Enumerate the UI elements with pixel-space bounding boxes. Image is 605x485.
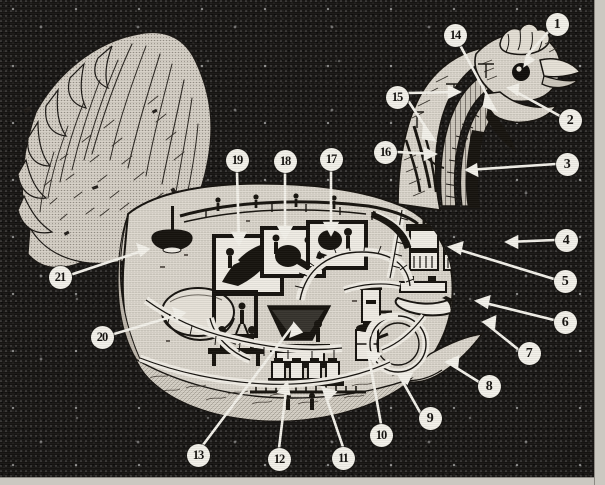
bay-worker — [235, 302, 249, 335]
callout-marker-1[interactable]: 1 — [545, 12, 569, 36]
callout-marker-13[interactable]: 13 — [186, 443, 210, 467]
leader-lines — [71, 29, 562, 450]
callout-marker-4[interactable]: 4 — [554, 228, 578, 252]
callout-marker-15[interactable]: 15 — [385, 85, 409, 109]
wing — [17, 31, 212, 269]
callout-marker-7[interactable]: 7 — [517, 341, 541, 365]
paper-edge-bottom — [0, 477, 605, 485]
cutaway-illustration — [17, 23, 582, 450]
coil-duct — [365, 312, 430, 376]
paper-edge-right — [594, 0, 605, 485]
callout-marker-16[interactable]: 16 — [373, 140, 397, 164]
callout-marker-9[interactable]: 9 — [418, 406, 442, 430]
callout-marker-6[interactable]: 6 — [553, 310, 577, 334]
callout-marker-17[interactable]: 17 — [319, 147, 343, 171]
ducting — [138, 209, 427, 388]
callout-marker-2[interactable]: 2 — [558, 108, 582, 132]
callout-marker-10[interactable]: 10 — [369, 423, 393, 447]
callout-marker-5[interactable]: 5 — [553, 269, 577, 293]
callout-marker-3[interactable]: 3 — [555, 152, 579, 176]
callout-marker-19[interactable]: 19 — [225, 148, 249, 172]
callout-marker-8[interactable]: 8 — [477, 374, 501, 398]
callout-marker-20[interactable]: 20 — [90, 325, 114, 349]
work-bay-right — [306, 220, 368, 270]
callout-marker-11[interactable]: 11 — [331, 446, 355, 470]
overhead-beams — [179, 193, 419, 226]
head-and-neck — [397, 23, 582, 211]
callout-marker-14[interactable]: 14 — [443, 23, 467, 47]
column-tank — [360, 284, 392, 323]
ceiling-lamp — [151, 206, 193, 254]
callout-marker-21[interactable]: 21 — [48, 265, 72, 289]
callout-marker-18[interactable]: 18 — [273, 149, 297, 173]
callout-marker-12[interactable]: 12 — [267, 447, 291, 471]
